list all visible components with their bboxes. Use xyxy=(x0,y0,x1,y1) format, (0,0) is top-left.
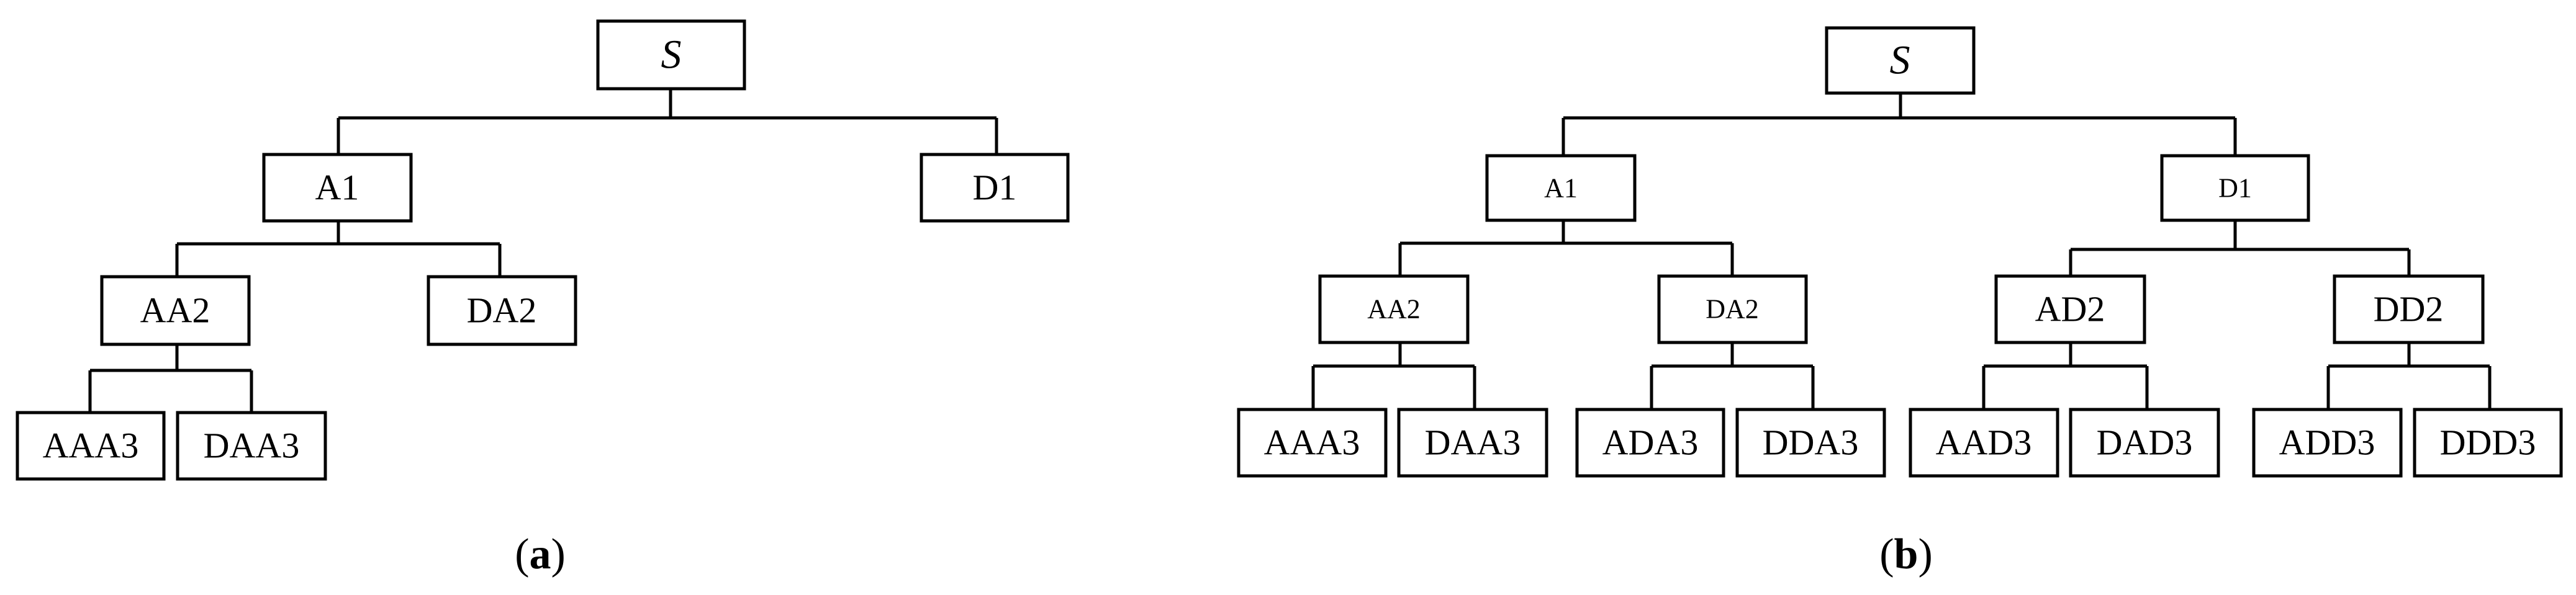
tree-node-daa3: DAA3 xyxy=(176,411,327,481)
tree-node-da2: DA2 xyxy=(1657,274,1808,344)
tree-node-a1: A1 xyxy=(1485,154,1637,222)
node-label: DDD3 xyxy=(2440,423,2536,463)
tree-node-aa2: AA2 xyxy=(1318,274,1470,344)
tree-node-add3: ADD3 xyxy=(2252,408,2403,478)
tree-node-aaa3: AAA3 xyxy=(16,411,166,481)
node-label: DDA3 xyxy=(1763,423,1859,463)
tree-node-ada3: ADA3 xyxy=(1575,408,1725,478)
diagram-b-connectors xyxy=(1311,93,2492,409)
node-label: DA2 xyxy=(467,290,537,331)
node-label: D1 xyxy=(973,168,1017,208)
tree-node-daa3: DAA3 xyxy=(1397,408,1548,478)
tree-node-ad2: AD2 xyxy=(1994,274,2146,344)
tree-node-aad3: AAD3 xyxy=(1909,408,2059,478)
tree-node-s: S xyxy=(1825,26,1976,95)
node-label: DD2 xyxy=(2374,289,2444,329)
tree-node-da2: DA2 xyxy=(427,275,577,346)
tree-node-dda3: DDA3 xyxy=(1735,408,1886,478)
tree-node-d1: D1 xyxy=(2160,154,2310,222)
node-label: DAD3 xyxy=(2097,423,2193,463)
node-label: AAD3 xyxy=(1936,423,2032,463)
node-label: AA2 xyxy=(1367,294,1421,324)
node-label: ADA3 xyxy=(1602,423,1699,463)
tree-node-a1: A1 xyxy=(262,153,413,223)
node-label: DA2 xyxy=(1706,294,1759,324)
node-label: A1 xyxy=(315,168,359,208)
tree-node-ddd3: DDD3 xyxy=(2413,408,2563,478)
node-label: S xyxy=(1890,38,1910,83)
node-label: A1 xyxy=(1544,173,1578,204)
caption-b: (b) xyxy=(1879,530,1933,578)
tree-node-aa2: AA2 xyxy=(100,275,251,346)
node-label: AAA3 xyxy=(43,426,139,466)
node-label: S xyxy=(661,32,682,78)
node-label: D1 xyxy=(2218,173,2252,204)
node-label: AA2 xyxy=(140,290,210,331)
tree-node-dad3: DAD3 xyxy=(2069,408,2220,478)
tree-node-d1: D1 xyxy=(920,153,1070,223)
node-label: DAA3 xyxy=(204,426,300,466)
node-label: AAA3 xyxy=(1264,423,1360,463)
diagram-a: S A1 D1 AA2 DA2 AAA3 DAA3 (a) xyxy=(16,19,1070,578)
tree-node-s: S xyxy=(596,19,746,91)
tree-node-aaa3: AAA3 xyxy=(1237,408,1388,478)
node-label: AD2 xyxy=(2035,289,2105,329)
diagram-a-connectors xyxy=(88,89,998,413)
diagram-b: S A1 D1 AA2 DA2 AD2 DD2 AAA3 xyxy=(1237,26,2563,578)
node-label: DAA3 xyxy=(1425,423,1521,463)
caption-a: (a) xyxy=(515,530,566,578)
node-label: ADD3 xyxy=(2279,423,2375,463)
tree-node-dd2: DD2 xyxy=(2333,274,2485,344)
